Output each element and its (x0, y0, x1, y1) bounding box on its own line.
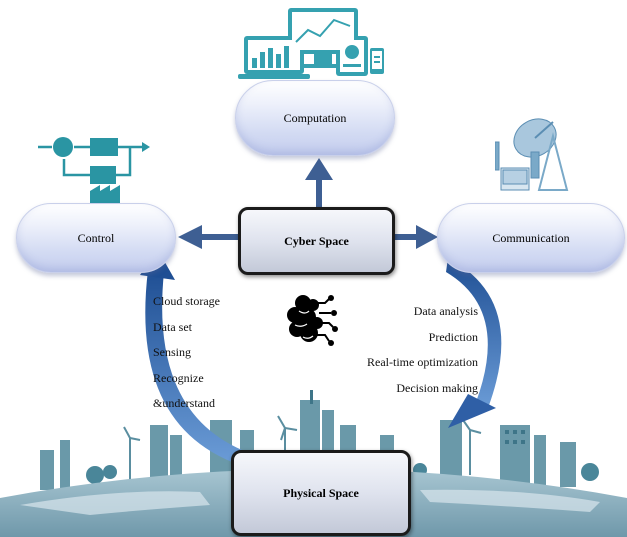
control-label: Control (77, 230, 115, 245)
arrow-to-control (178, 225, 238, 249)
left-item: &understand (153, 396, 215, 410)
cyber-space-label: Cyber Space (284, 233, 349, 248)
physical-space-node: Physical Space (231, 450, 411, 536)
arrow-to-communication (395, 225, 438, 249)
arrow-to-computation (305, 158, 333, 207)
right-item: Prediction (428, 330, 478, 344)
satellite-dish-icon (495, 118, 569, 191)
left-item: Cloud storage (153, 294, 220, 308)
left-item: Data set (153, 320, 192, 334)
cyber-space-node: Cyber Space (238, 207, 395, 275)
devices-icon (238, 8, 384, 79)
right-item: Decision making (396, 381, 478, 395)
right-item: Real-time optimization (367, 355, 478, 369)
left-item: Recognize (153, 371, 204, 385)
right-item: Data analysis (413, 304, 478, 318)
control-node: Control (16, 203, 176, 273)
curve-arrow-communication-to-physical (446, 258, 502, 428)
computation-label: Computation (283, 110, 347, 125)
communication-label: Communication (492, 230, 570, 245)
left-item: Sensing (153, 345, 192, 359)
communication-node: Communication (437, 203, 625, 273)
left-list: Cloud storage Data set Sensing Recognize… (153, 294, 273, 414)
brain-circuit-icon (287, 295, 338, 346)
control-diagram-icon (38, 137, 150, 205)
right-list: Data analysis Prediction Real-time optim… (340, 304, 478, 404)
physical-space-label: Physical Space (283, 485, 359, 500)
computation-node: Computation (235, 80, 395, 156)
